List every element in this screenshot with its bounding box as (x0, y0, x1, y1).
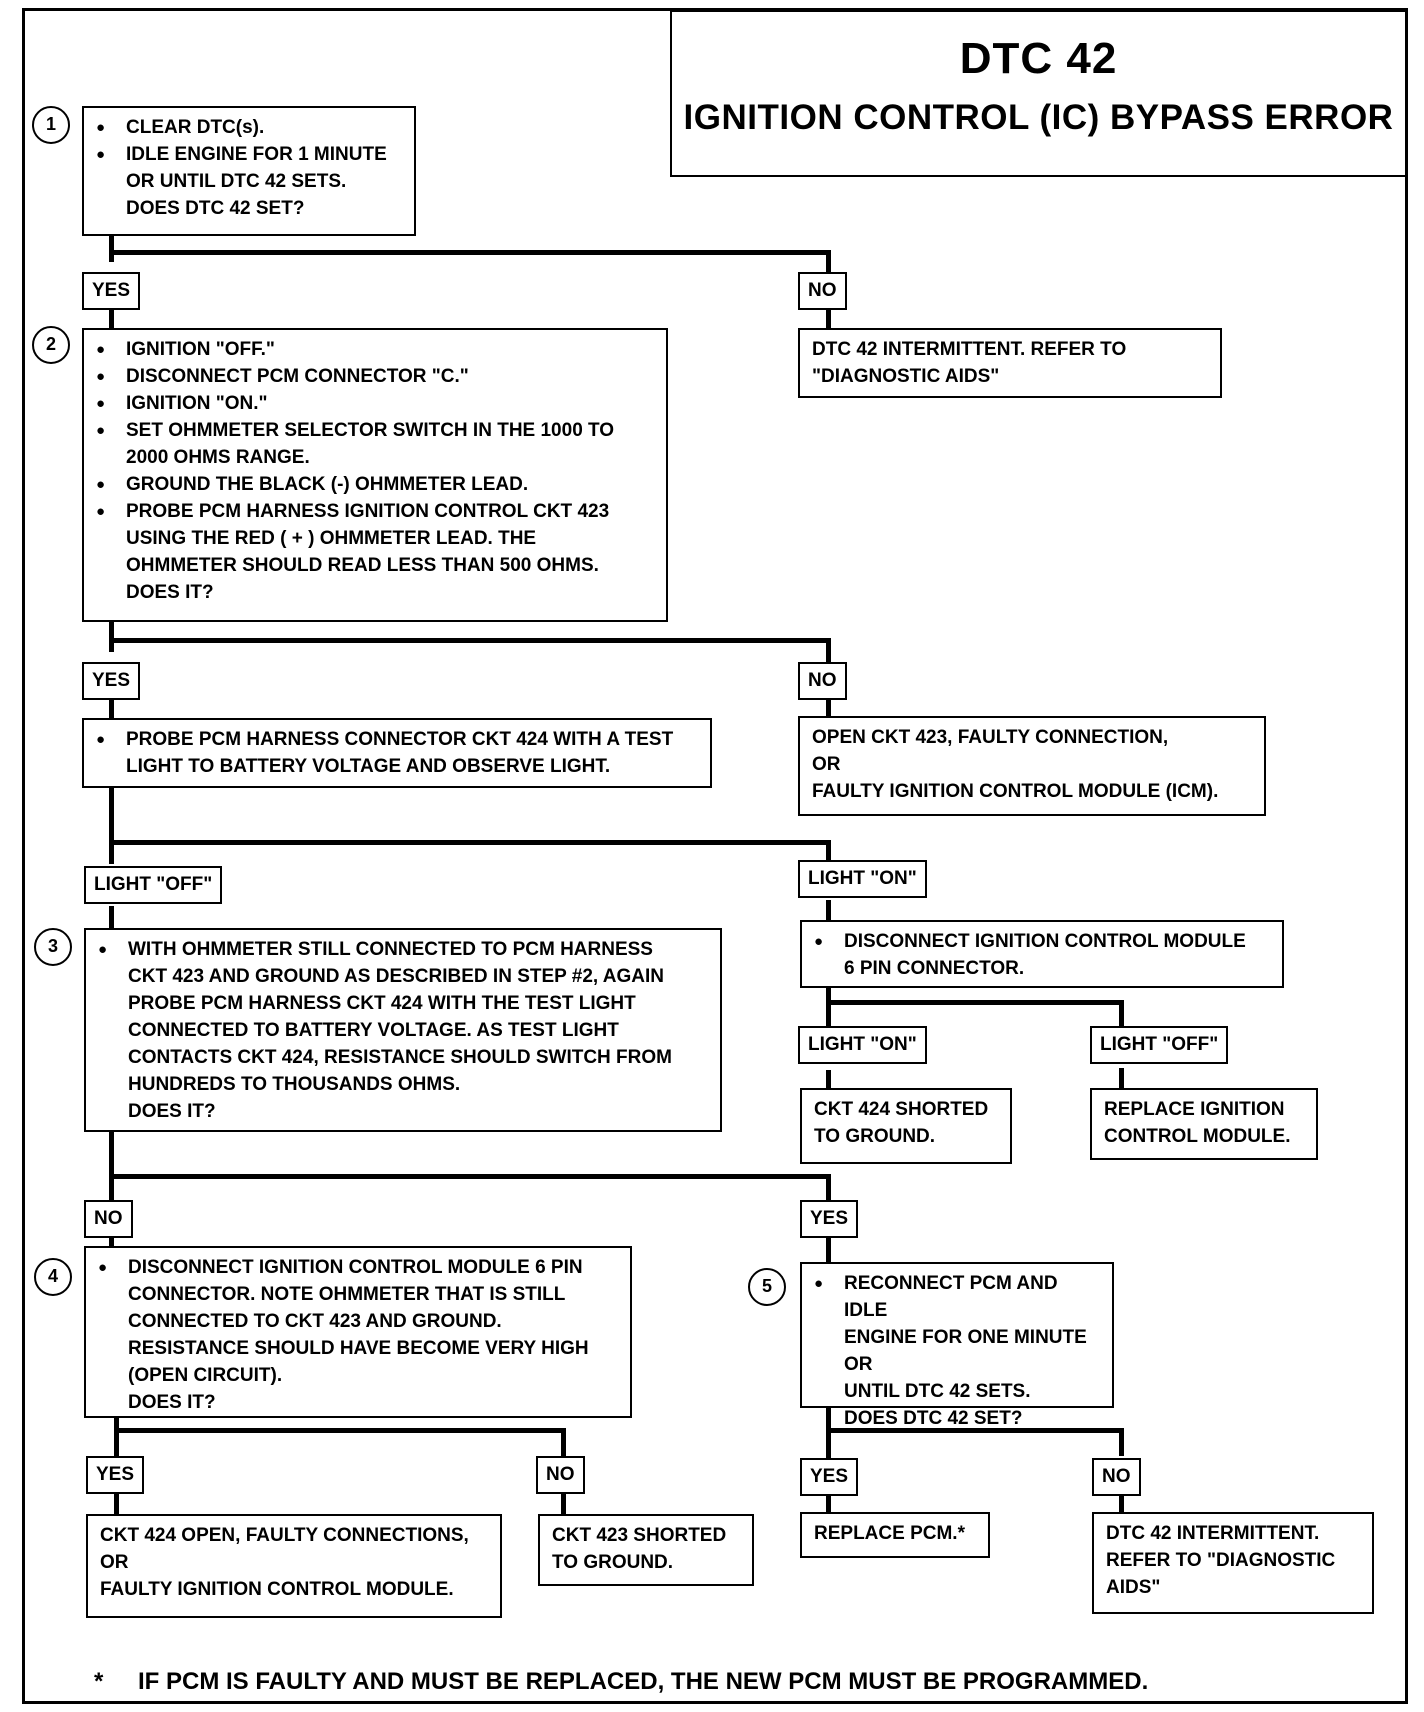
step-1-box: CLEAR DTC(s). IDLE ENGINE FOR 1 MINUTE O… (82, 106, 416, 236)
page-subtitle: IGNITION CONTROL (IC) BYPASS ERROR (683, 98, 1394, 137)
connector-line (826, 988, 831, 1028)
step-number-1: 1 (32, 106, 70, 144)
result-ckt424-open: CKT 424 OPEN, FAULTY CONNECTIONS, OR FAU… (86, 1514, 502, 1618)
icm-item: DISCONNECT IGNITION CONTROL MODULE 6 PIN… (814, 928, 1272, 982)
connector-line (114, 1418, 119, 1458)
branch-light-on-label: LIGHT "ON" (798, 860, 927, 898)
step-2-item: IGNITION "OFF." (96, 336, 656, 363)
connector-line (1119, 1494, 1124, 1514)
step-number-2: 2 (32, 326, 70, 364)
title-box: DTC 42 IGNITION CONTROL (IC) BYPASS ERRO… (670, 10, 1405, 177)
step-2-item: PROBE PCM HARNESS IGNITION CONTROL CKT 4… (96, 498, 656, 606)
connector-line (109, 250, 829, 255)
step-2-item: DISCONNECT PCM CONNECTOR "C." (96, 363, 656, 390)
connector-line (109, 236, 114, 262)
branch-light-off-label: LIGHT "OFF" (84, 866, 223, 904)
connector-line (826, 1408, 831, 1458)
connector-line (109, 690, 114, 722)
step-5-box: RECONNECT PCM AND IDLE ENGINE FOR ONE MI… (800, 1262, 1114, 1429)
result-intermittent-1: DTC 42 INTERMITTENT. REFER TO "DIAGNOSTI… (798, 328, 1222, 398)
footnote-text: IF PCM IS FAULTY AND MUST BE REPLACED, T… (138, 1668, 1149, 1695)
result-intermittent-2: DTC 42 INTERMITTENT. REFER TO "DIAGNOSTI… (1092, 1512, 1374, 1614)
connector-line (109, 906, 114, 930)
connector-line (114, 1494, 119, 1514)
step-4-box: DISCONNECT IGNITION CONTROL MODULE 6 PIN… (84, 1246, 632, 1418)
step-1-item: CLEAR DTC(s). (96, 114, 404, 141)
footnote-star: * (94, 1668, 104, 1695)
connector-line (109, 788, 114, 864)
branch-no-label: NO (536, 1456, 585, 1494)
connector-line (1119, 1068, 1124, 1088)
disconnect-icm-box: DISCONNECT IGNITION CONTROL MODULE 6 PIN… (800, 920, 1284, 988)
step-1-item: IDLE ENGINE FOR 1 MINUTE OR UNTIL DTC 42… (96, 141, 404, 222)
step-number-3: 3 (34, 928, 72, 966)
connector-line (826, 1070, 831, 1090)
page-title: DTC 42 (959, 34, 1118, 83)
step-number-4: 4 (34, 1258, 72, 1296)
connector-line (826, 1000, 1124, 1005)
result-replace-pcm: REPLACE PCM.* (800, 1512, 990, 1558)
step-3-box: WITH OHMMETER STILL CONNECTED TO PCM HAR… (84, 928, 722, 1132)
connector-line (826, 250, 831, 276)
connector-line (826, 304, 831, 328)
connector-line (1119, 1428, 1124, 1456)
result-ckt424-shorted: CKT 424 SHORTED TO GROUND. (800, 1088, 1012, 1164)
connector-line (561, 1494, 566, 1514)
step-2-item: SET OHMMETER SELECTOR SWITCH IN THE 1000… (96, 417, 656, 471)
connector-line (561, 1428, 566, 1456)
result-open-ckt423: OPEN CKT 423, FAULTY CONNECTION, OR FAUL… (798, 716, 1266, 816)
footnote: * IF PCM IS FAULTY AND MUST BE REPLACED, … (94, 1668, 1148, 1696)
branch-no-label: NO (798, 272, 847, 310)
step-2-box: IGNITION "OFF." DISCONNECT PCM CONNECTOR… (82, 328, 668, 622)
connector-line (826, 1174, 831, 1200)
connector-line (826, 840, 831, 860)
branch-yes-label: YES (86, 1456, 145, 1494)
connector-line (826, 696, 831, 716)
probe-item: PROBE PCM HARNESS CONNECTOR CKT 424 WITH… (96, 726, 700, 780)
branch-yes-label: YES (800, 1200, 859, 1238)
connector-line (826, 1236, 831, 1264)
connector-line (826, 900, 831, 920)
page-frame (22, 8, 1408, 1704)
branch-no-label: NO (84, 1200, 133, 1238)
step-2-item: IGNITION "ON." (96, 390, 656, 417)
branch-yes-label: YES (82, 272, 141, 310)
connector-line (109, 300, 114, 332)
connector-line (109, 622, 114, 652)
branch-no-label: NO (1092, 1458, 1141, 1496)
connector-line (1119, 1000, 1124, 1026)
connector-line (109, 840, 831, 845)
branch-light-on-label: LIGHT "ON" (798, 1026, 927, 1064)
connector-line (109, 638, 831, 643)
connector-line (109, 1174, 831, 1179)
step-2-item: GROUND THE BLACK (-) OHMMETER LEAD. (96, 471, 656, 498)
connector-line (826, 1494, 831, 1514)
branch-yes-label: YES (800, 1458, 859, 1496)
probe-ckt424-box: PROBE PCM HARNESS CONNECTOR CKT 424 WITH… (82, 718, 712, 788)
branch-yes-label: YES (82, 662, 141, 700)
branch-light-off-label: LIGHT "OFF" (1090, 1026, 1229, 1064)
step-3-item: WITH OHMMETER STILL CONNECTED TO PCM HAR… (98, 936, 710, 1125)
result-ckt423-shorted: CKT 423 SHORTED TO GROUND. (538, 1514, 754, 1586)
connector-line (826, 638, 831, 664)
step-5-item: RECONNECT PCM AND IDLE ENGINE FOR ONE MI… (814, 1270, 1102, 1432)
step-number-5: 5 (748, 1268, 786, 1306)
connector-line (114, 1428, 566, 1433)
step-4-item: DISCONNECT IGNITION CONTROL MODULE 6 PIN… (98, 1254, 620, 1416)
connector-line (109, 1132, 114, 1200)
branch-no-label: NO (798, 662, 847, 700)
result-replace-icm: REPLACE IGNITION CONTROL MODULE. (1090, 1088, 1318, 1160)
